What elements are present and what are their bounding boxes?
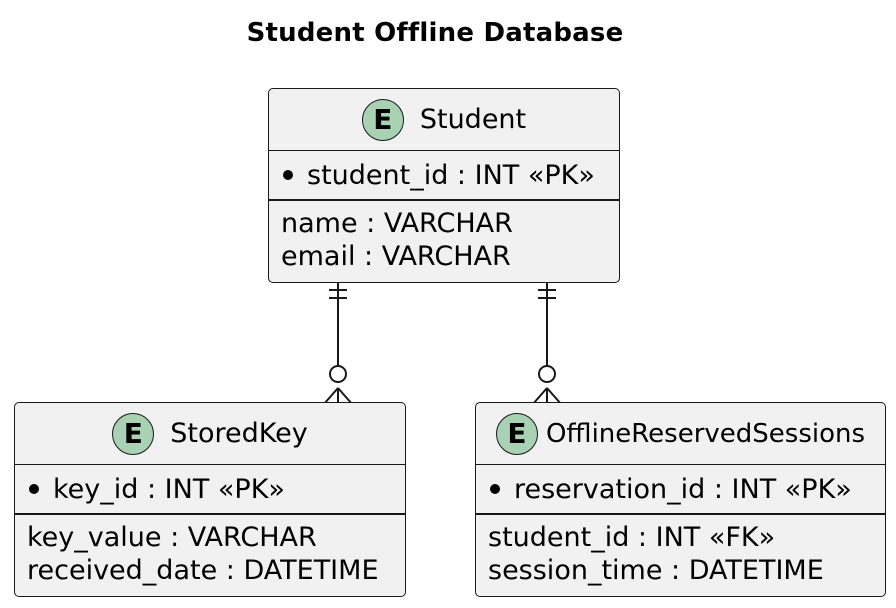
relationship-student-offlinereservedsessions bbox=[532, 283, 562, 405]
entity-student: E Student student_id : INT «PK» name : V… bbox=[268, 88, 620, 283]
required-bullet-icon bbox=[29, 484, 39, 494]
required-bullet-icon bbox=[283, 170, 293, 180]
zero-mark bbox=[538, 365, 556, 383]
entity-icon: E bbox=[361, 98, 404, 141]
many-mark bbox=[532, 387, 562, 405]
entity-name: Student bbox=[419, 104, 527, 135]
attribute-list: student_id : INT «FK» session_time : DAT… bbox=[476, 515, 885, 587]
primary-key-row: reservation_id : INT «PK» bbox=[476, 465, 885, 515]
attribute: received_date : DATETIME bbox=[27, 555, 379, 586]
attribute-list: key_value : VARCHAR received_date : DATE… bbox=[15, 515, 405, 587]
entity-header: E StoredKey bbox=[15, 403, 405, 465]
entity-icon: E bbox=[495, 412, 538, 455]
primary-key-label: student_id : INT «PK» bbox=[307, 159, 595, 191]
entity-name: StoredKey bbox=[170, 418, 308, 449]
diagram-title: Student Offline Database bbox=[246, 18, 624, 48]
entity-name: OfflineReservedSessions bbox=[545, 418, 866, 449]
relationship-student-storedkey bbox=[323, 283, 353, 405]
attribute: email : VARCHAR bbox=[281, 241, 511, 272]
primary-key-label: reservation_id : INT «PK» bbox=[514, 473, 852, 505]
entity-header: E OfflineReservedSessions bbox=[476, 403, 885, 465]
many-mark bbox=[323, 387, 353, 405]
entity-offlinereservedsessions: E OfflineReservedSessions reservation_id… bbox=[475, 402, 886, 597]
attribute: session_time : DATETIME bbox=[488, 555, 824, 586]
attribute: key_value : VARCHAR bbox=[27, 522, 317, 553]
primary-key-row: key_id : INT «PK» bbox=[15, 465, 405, 515]
attribute: name : VARCHAR bbox=[281, 208, 513, 239]
entity-icon: E bbox=[112, 412, 155, 455]
entity-header: E Student bbox=[269, 89, 619, 151]
primary-key-row: student_id : INT «PK» bbox=[269, 151, 619, 201]
required-bullet-icon bbox=[490, 484, 500, 494]
attribute: student_id : INT «FK» bbox=[488, 522, 776, 553]
primary-key-label: key_id : INT «PK» bbox=[53, 473, 285, 505]
zero-mark bbox=[329, 365, 347, 383]
entity-storedkey: E StoredKey key_id : INT «PK» key_value … bbox=[14, 402, 406, 597]
attribute-list: name : VARCHAR email : VARCHAR bbox=[269, 201, 619, 273]
